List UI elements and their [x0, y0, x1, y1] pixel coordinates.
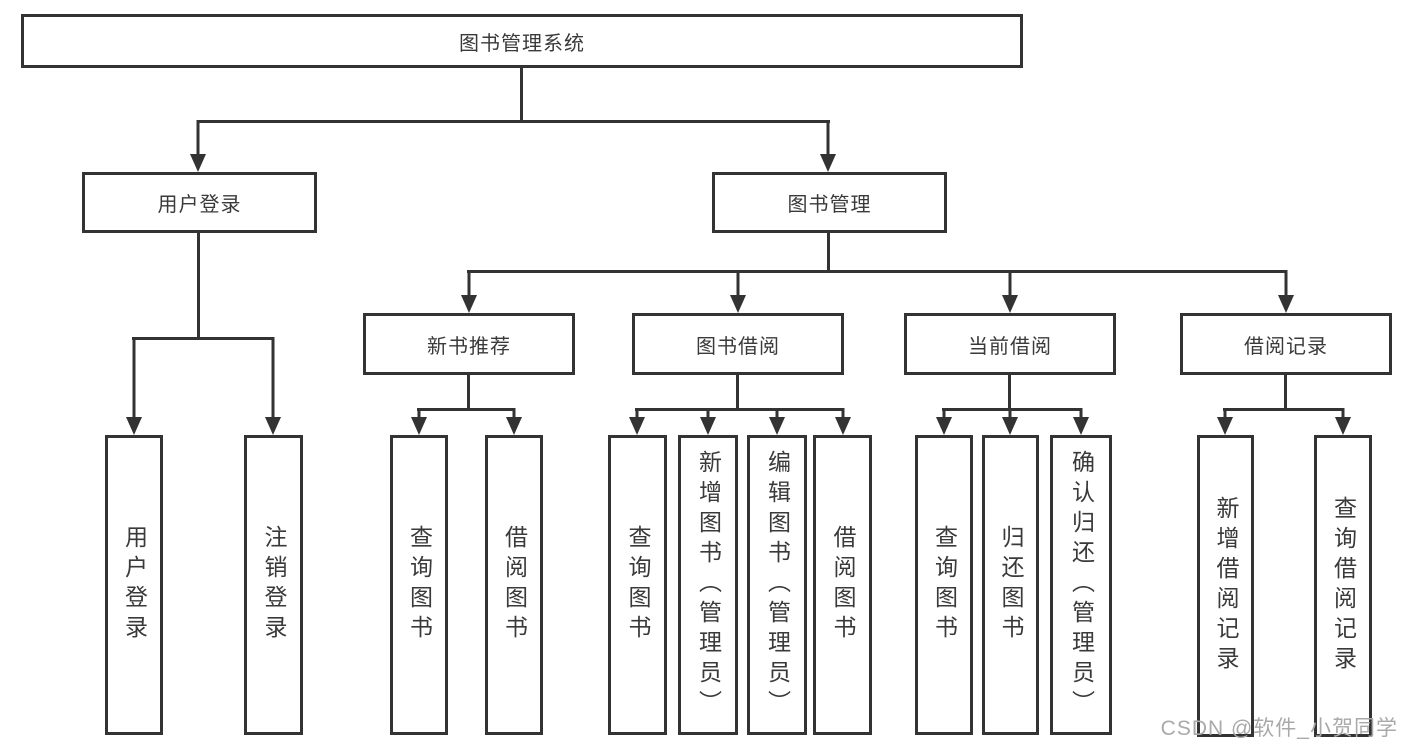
connector-line	[417, 408, 515, 411]
node-query-books: 查询图书	[608, 435, 667, 735]
node-label: 借阅记录	[1244, 335, 1328, 358]
node-return-books: 归还图书	[982, 435, 1039, 735]
node-borrow-books: 借阅图书	[813, 435, 872, 735]
node-query-books: 查询图书	[915, 435, 973, 735]
connector-arrow-down	[1002, 408, 1018, 435]
connector-arrow-down	[835, 408, 851, 435]
connector-line	[467, 375, 470, 408]
node-label: 查询借阅记录	[1330, 496, 1357, 676]
node-label: 图书管理	[787, 194, 872, 216]
node-book-borrowing: 图书借阅	[632, 313, 844, 375]
connector-arrow-down	[1278, 270, 1294, 313]
node-borrow-records: 借阅记录	[1180, 313, 1392, 375]
node-current-borrowing: 当前借阅	[904, 313, 1116, 375]
connector-arrow-down	[411, 408, 427, 435]
node-label: 新书推荐	[427, 335, 511, 358]
node-label: 图书管理系统	[459, 32, 585, 55]
connector-arrow-down	[1002, 270, 1018, 313]
node-label: 注销登录	[261, 525, 287, 645]
connector-line	[1284, 375, 1287, 408]
connector-arrow-down	[936, 408, 952, 435]
node-label: 查询图书	[406, 525, 433, 645]
node-label: 当前借阅	[968, 335, 1052, 358]
node-label: 归还图书	[998, 525, 1024, 645]
connector-line	[736, 375, 739, 408]
connector-line	[197, 233, 200, 337]
node-label: 借阅图书	[830, 525, 856, 645]
connector-line	[827, 233, 830, 270]
connector-line	[132, 337, 274, 340]
csdn-watermark: CSDN @软件_小贺同学	[1160, 717, 1398, 740]
node-new-book-recommend: 新书推荐	[363, 313, 575, 375]
node-label: 编辑图书（管理员）	[764, 450, 791, 720]
connector-line	[1008, 375, 1011, 408]
node-query-borrow-record: 查询借阅记录	[1314, 435, 1372, 737]
node-label: 确认归还（管理员）	[1068, 450, 1095, 720]
node-label: 借阅图书	[501, 525, 528, 645]
connector-arrow-down	[730, 270, 746, 313]
connector-arrow-down	[820, 120, 836, 172]
connector-line	[1223, 408, 1344, 411]
connector-arrow-down	[769, 408, 785, 435]
node-label: 查询图书	[625, 525, 651, 645]
node-book-management: 图书管理	[712, 172, 947, 233]
node-label: 新增借阅记录	[1213, 496, 1239, 676]
connector-arrow-down	[1073, 408, 1089, 435]
connector-arrow-down	[190, 120, 206, 172]
node-library-system: 图书管理系统	[21, 14, 1023, 68]
node-edit-book-admin: 编辑图书（管理员）	[747, 435, 807, 735]
connector-arrow-down	[700, 408, 716, 435]
node-user-login: 用户登录	[82, 172, 317, 233]
node-add-borrow-record: 新增借阅记录	[1197, 435, 1254, 737]
node-logout: 注销登录	[244, 435, 303, 735]
node-label: 用户登录	[157, 194, 242, 216]
connector-arrow-down	[629, 408, 645, 435]
connector-line	[520, 68, 523, 120]
node-confirm-return-admin: 确认归还（管理员）	[1050, 435, 1112, 735]
connector-line	[197, 120, 830, 123]
node-add-book-admin: 新增图书（管理员）	[678, 435, 738, 735]
node-label: 查询图书	[931, 525, 958, 645]
node-borrow-books: 借阅图书	[485, 435, 543, 735]
node-label: 用户登录	[121, 525, 148, 645]
connector-arrow-down	[461, 270, 477, 313]
connector-arrow-down	[265, 337, 281, 435]
connector-arrow-down	[1217, 408, 1233, 435]
node-label: 新增图书（管理员）	[695, 450, 722, 720]
connector-arrow-down	[1335, 408, 1351, 435]
connector-line	[635, 408, 844, 411]
connector-arrow-down	[506, 408, 522, 435]
connector-arrow-down	[126, 337, 142, 435]
node-label: 图书借阅	[696, 335, 780, 358]
node-query-books: 查询图书	[390, 435, 448, 735]
connector-line	[467, 270, 1287, 273]
node-user-login-leaf: 用户登录	[105, 435, 163, 735]
